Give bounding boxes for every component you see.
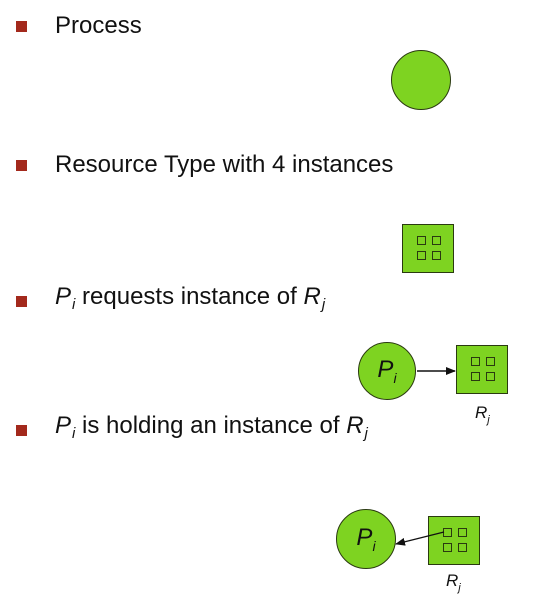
legend-item-process: Process — [16, 12, 142, 40]
legend-item-resource-type: Resource Type with 4 instances — [16, 151, 393, 179]
resource-node-icon — [402, 224, 454, 273]
instance-dot-icon — [432, 251, 441, 260]
legend-item-request: Pi requests instance of Rj — [16, 283, 325, 319]
instance-dot-icon — [458, 528, 467, 537]
bullet-icon — [16, 424, 27, 436]
request-process-label: Pi — [377, 355, 397, 386]
instance-dot-icon — [471, 357, 480, 366]
instance-dot-icon — [471, 372, 480, 381]
legend-label-resource-type: Resource Type with 4 instances — [55, 151, 394, 178]
bullet-icon — [16, 159, 27, 171]
request-resource-label: Rj — [475, 403, 490, 426]
instance-dot-icon — [432, 236, 441, 245]
bullet-icon — [16, 295, 27, 307]
instance-dot-icon — [443, 543, 452, 552]
process-node-icon — [391, 50, 451, 110]
instance-dot-icon — [417, 236, 426, 245]
instance-dot-icon — [486, 357, 495, 366]
legend-label-holding: Pi is holding an instance of Rj — [55, 412, 368, 442]
legend-item-holding: Pi is holding an instance of Rj — [16, 412, 368, 448]
bullet-icon — [16, 20, 27, 32]
legend-label-process: Process — [55, 12, 142, 39]
request-resource-node — [456, 345, 508, 394]
holding-process-label: Pi — [356, 523, 376, 554]
holding-resource-node — [428, 516, 480, 565]
instance-dot-icon — [458, 543, 467, 552]
holding-resource-label: Rj — [446, 571, 461, 594]
instance-dot-icon — [443, 528, 452, 537]
request-process-node: Pi — [358, 342, 416, 400]
instance-dot-icon — [417, 251, 426, 260]
legend-label-request: Pi requests instance of Rj — [55, 283, 326, 313]
holding-process-node: Pi — [336, 509, 396, 569]
instance-dot-icon — [486, 372, 495, 381]
